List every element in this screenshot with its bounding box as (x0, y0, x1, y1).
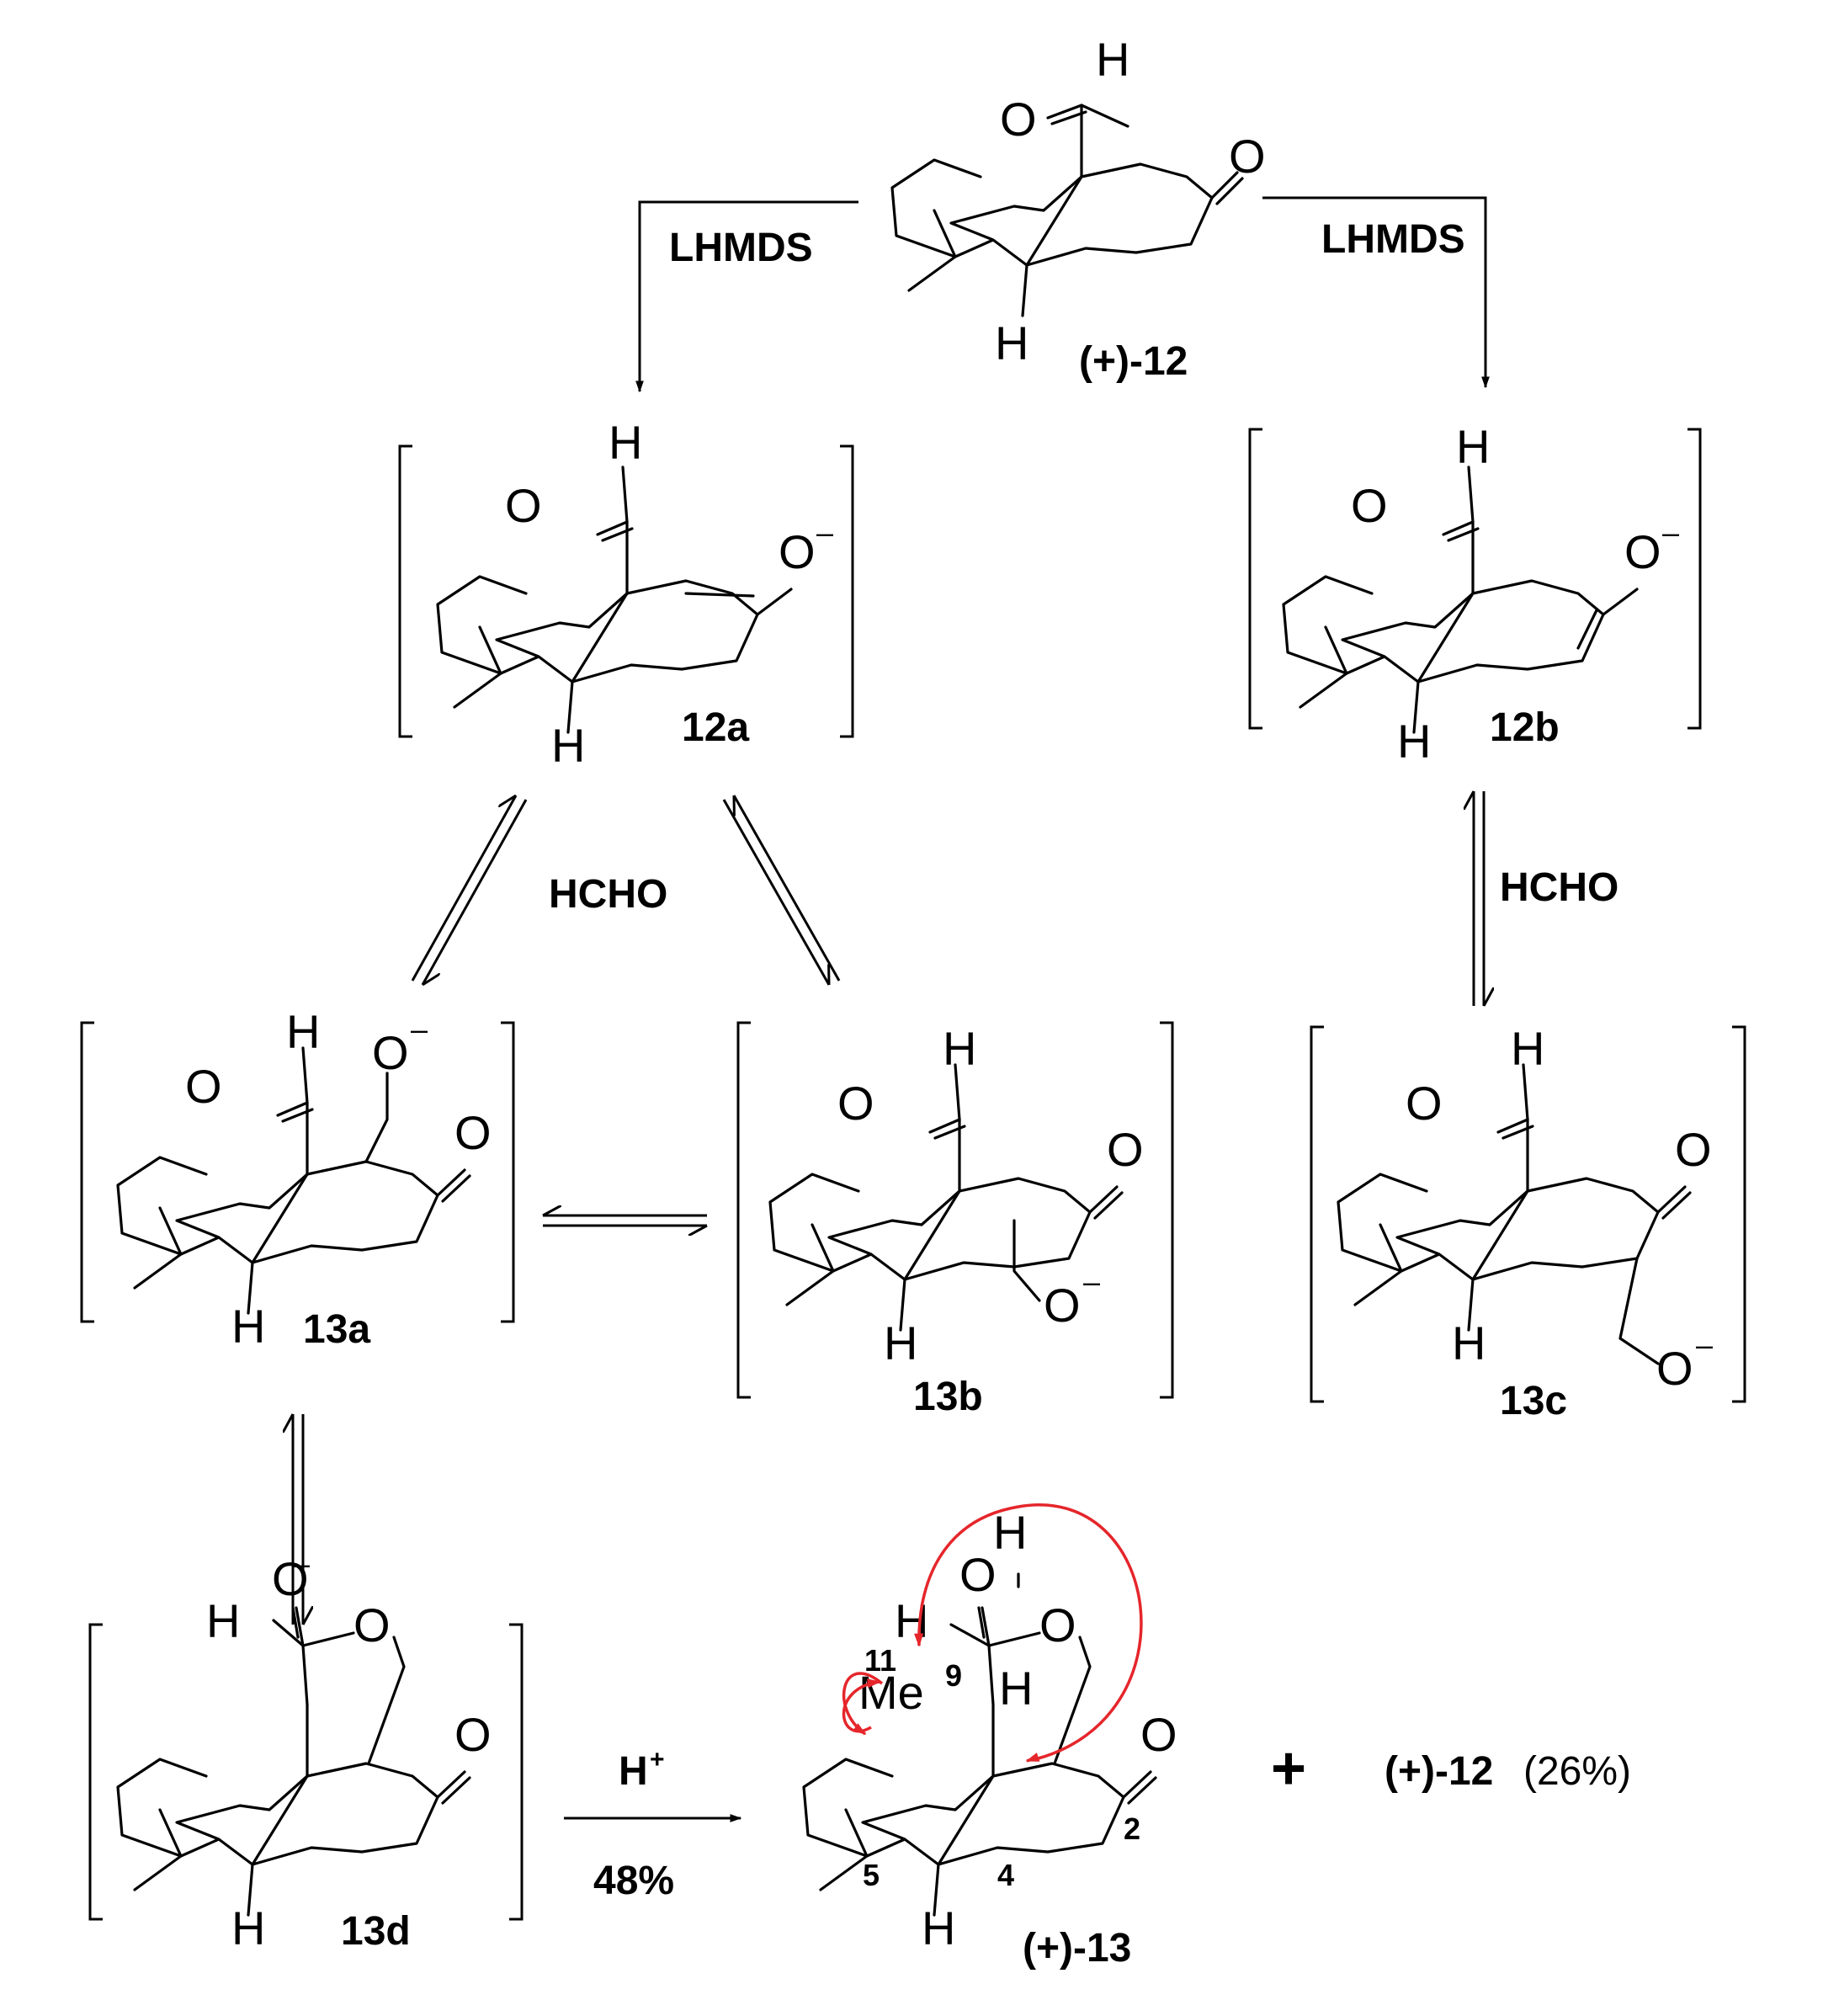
byproduct-compound: (+)-12 (1385, 1749, 1493, 1794)
atom-H: H (609, 416, 642, 469)
locant-4: 4 (997, 1858, 1014, 1892)
label-13c: 13c (1500, 1379, 1567, 1423)
atom-H: H (231, 1902, 265, 1955)
bracket-12a (398, 444, 854, 738)
atom-O: O (454, 1106, 492, 1159)
reagent-acid: H (619, 1749, 648, 1794)
atom-O: O (1406, 1077, 1443, 1130)
label-13: (+)-13 (1023, 1926, 1131, 1971)
compound-12b: O H O – H (1282, 420, 1679, 768)
reagent-hcho-left: HCHO (549, 872, 667, 917)
reagent-hcho-right: HCHO (1500, 865, 1618, 910)
atom-O: O (353, 1598, 391, 1652)
compound-12a: O H O – H (436, 416, 833, 772)
bracket-13b (736, 1021, 1174, 1399)
atom-O: O (1107, 1123, 1144, 1176)
atom-H: H (1456, 420, 1490, 473)
compound-13b: O H O O – H (768, 1022, 1144, 1370)
byproduct-yield: (26%) (1523, 1749, 1631, 1794)
arrow-lhmds-left (635, 200, 858, 393)
equilibrium-12a-13a (411, 795, 528, 985)
atom-O: O (1624, 525, 1661, 578)
compound-12: O H O H (890, 33, 1266, 370)
equilibrium-13a-13d (293, 1414, 303, 1625)
atom-H: H (999, 1662, 1033, 1715)
label-12a: 12a (682, 705, 749, 750)
atom-H: H (884, 1317, 917, 1370)
compound-13d: O – H O O H (116, 1546, 492, 1955)
atom-H: H (1511, 1022, 1544, 1075)
atom-O: O (1656, 1342, 1693, 1395)
atom-H: H (286, 1005, 320, 1058)
atom-O: O (272, 1552, 309, 1605)
label-13d: 13d (341, 1909, 411, 1954)
atom-H: H (1397, 715, 1431, 768)
atom-H: H (1452, 1317, 1486, 1370)
atom-O: O (1140, 1708, 1177, 1761)
atom-O: O (1000, 93, 1037, 146)
reagent-acid-charge: + (650, 1746, 665, 1774)
compound-13a: O H O – O H (116, 1005, 492, 1353)
locant-2: 2 (1124, 1811, 1140, 1846)
atom-H: H (993, 1506, 1027, 1559)
yield-13: 48% (593, 1859, 674, 1903)
atom-O: O (372, 1026, 409, 1079)
equilibrium-13a-13b (543, 1215, 707, 1226)
charge-minus: – (293, 1546, 310, 1581)
bracket-12b (1248, 428, 1702, 730)
charge-minus: – (411, 1012, 428, 1046)
atom-O: O (779, 525, 816, 578)
bracket-13c (1310, 1025, 1746, 1403)
atom-O: O (1039, 1598, 1076, 1652)
atom-O: O (1044, 1279, 1081, 1332)
atom-H: H (206, 1594, 240, 1647)
atom-O: O (1229, 130, 1266, 183)
atom-H: H (995, 316, 1028, 370)
reagent-lhmds-left: LHMDS (669, 226, 813, 270)
plus-sign: + (1271, 1735, 1306, 1802)
equilibrium-12a-13b (722, 795, 841, 986)
charge-minus: – (1662, 515, 1679, 550)
equilibrium-12b-13c (1474, 791, 1484, 1006)
atom-O: O (505, 479, 542, 532)
noe-arrows (842, 1503, 1143, 1763)
locant-9: 9 (945, 1658, 962, 1693)
compound-13: O H H O H Me O H 11 9 2 4 5 (802, 1506, 1177, 1955)
compound-13c: O H O O – H (1337, 1022, 1713, 1395)
atom-H: H (231, 1300, 265, 1353)
atom-H: H (943, 1022, 976, 1075)
charge-minus: – (1083, 1264, 1100, 1299)
bracket-13d (88, 1623, 524, 1921)
label-12: (+)-12 (1079, 339, 1188, 384)
atom-O: O (959, 1548, 997, 1601)
atom-O: O (837, 1077, 874, 1130)
atom-O: O (1675, 1123, 1712, 1176)
reagent-lhmds-right: LHMDS (1321, 217, 1465, 262)
atom-H: H (1096, 33, 1129, 86)
arrow-lhmds-right (1262, 196, 1490, 389)
label-13a: 13a (303, 1307, 370, 1352)
atom-H: H (922, 1902, 955, 1955)
charge-minus: – (816, 515, 833, 550)
bracket-13a (80, 1021, 515, 1323)
atom-O: O (1351, 479, 1388, 532)
locant-11: 11 (864, 1643, 896, 1678)
atom-H: H (551, 719, 585, 772)
charge-minus: – (1696, 1327, 1713, 1362)
label-13b: 13b (913, 1375, 983, 1419)
atom-O: O (185, 1060, 222, 1113)
locant-5: 5 (863, 1858, 880, 1892)
label-12b: 12b (1490, 705, 1560, 750)
atom-O: O (454, 1708, 492, 1761)
